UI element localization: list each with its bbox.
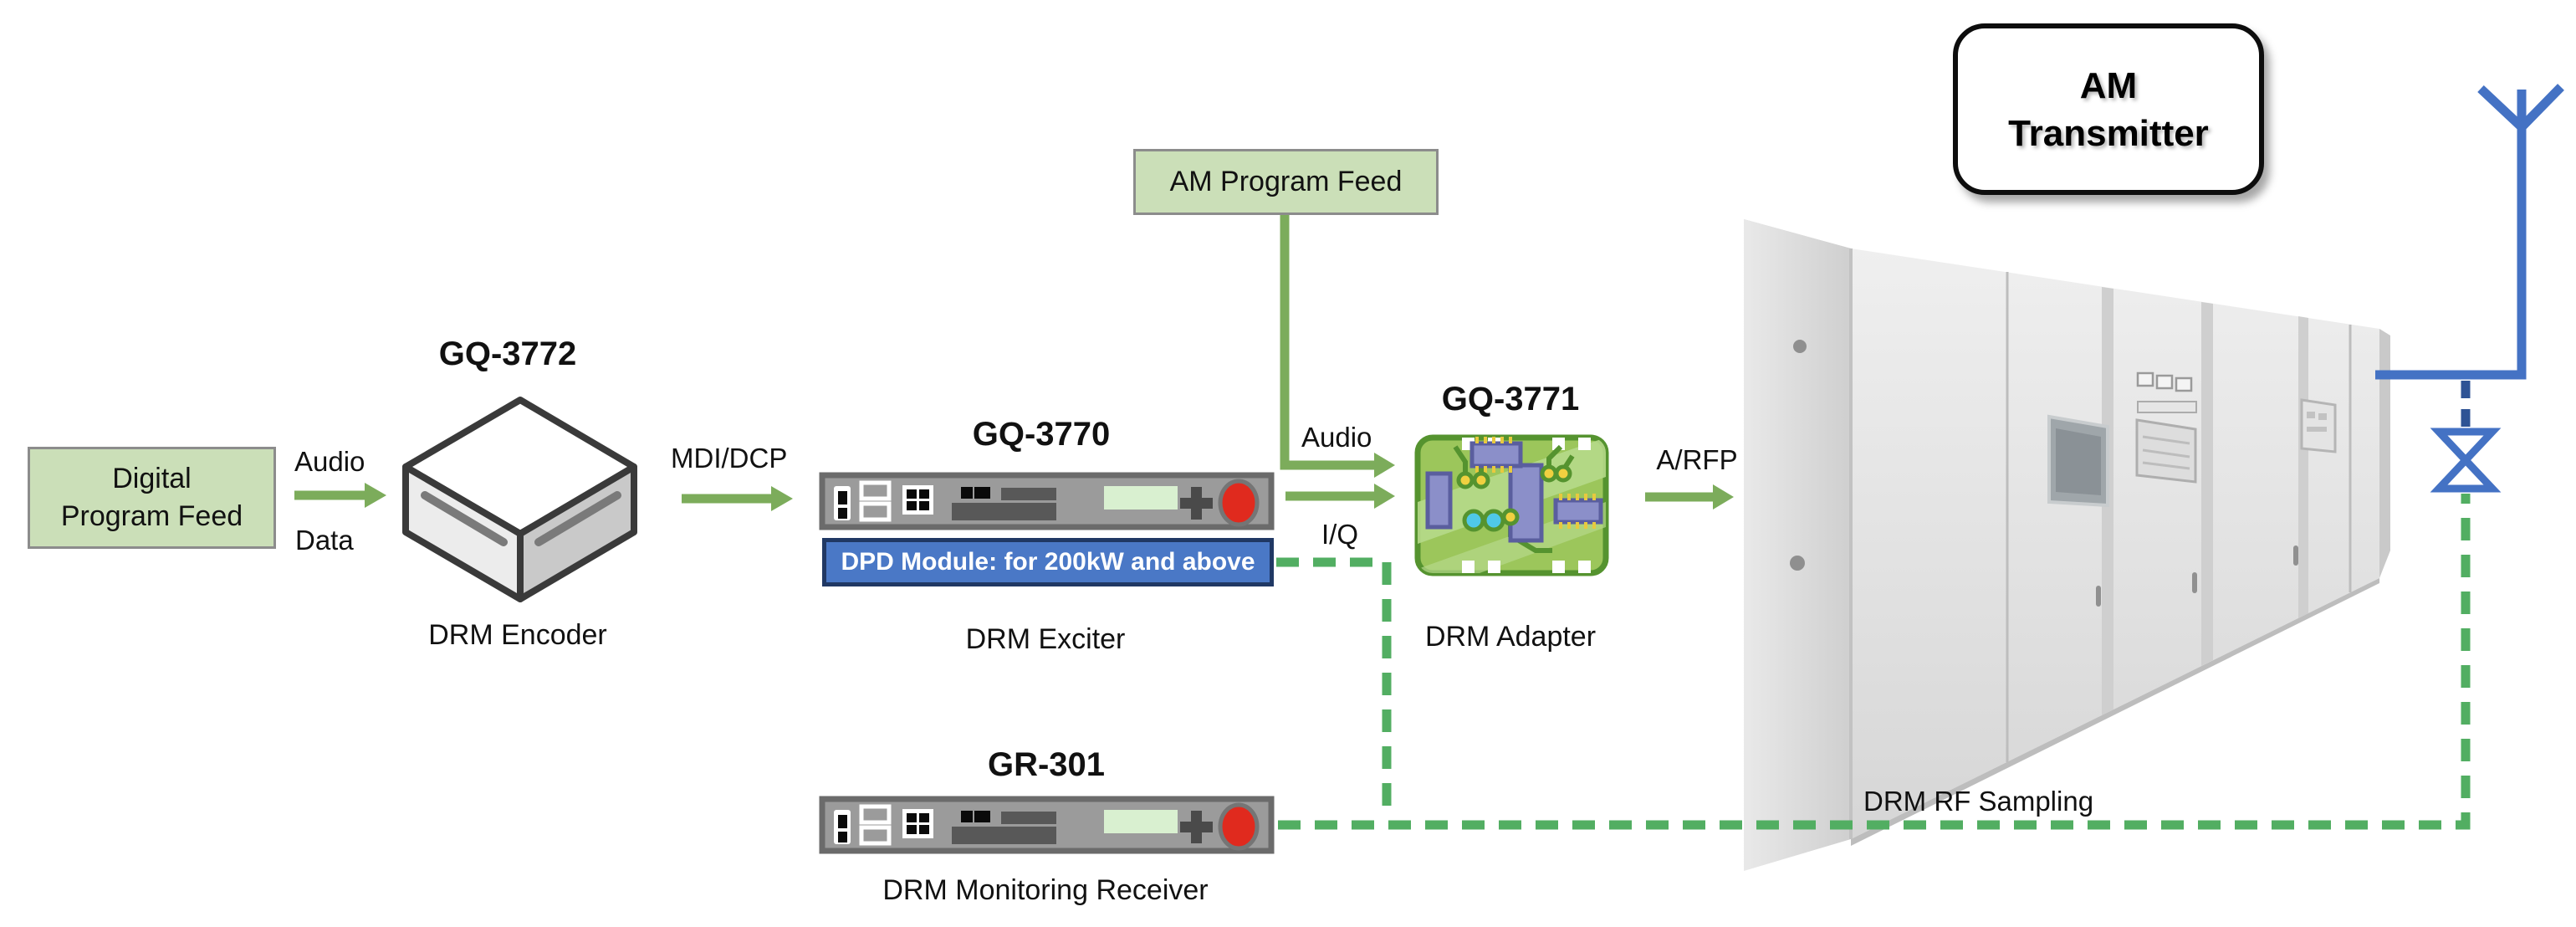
exciter-rack-icon xyxy=(822,475,1271,527)
dpd-module-label: DPD Module: for 200kW and above xyxy=(841,548,1255,576)
antenna-feed-line xyxy=(2375,90,2527,380)
mdi-dcp-edge-label: MDI/DCP xyxy=(671,443,788,474)
am-transmitter-line1: AM xyxy=(2079,64,2138,106)
audio-edge-label: Audio xyxy=(294,446,365,477)
am-audio-edge-label: Audio xyxy=(1301,422,1372,453)
dpd-module-banner: DPD Module: for 200kW and above xyxy=(822,538,1274,586)
mdi-dcp-arrow xyxy=(682,486,793,511)
pcb-dip-chip xyxy=(1469,437,1523,473)
cabinet-meter-panel xyxy=(2135,371,2197,484)
rf-sampling-label: DRM RF Sampling xyxy=(1863,786,2094,817)
receiver-rack-icon xyxy=(822,799,1271,851)
am-audio-line xyxy=(1280,215,1395,478)
transmitter-cabinet-image xyxy=(1744,219,2390,871)
am-transmitter-line2: Transmitter xyxy=(2008,112,2209,154)
digital-program-feed-line2: Program Feed xyxy=(60,500,243,532)
cube-3d-icon xyxy=(402,397,637,602)
arfp-arrow xyxy=(1645,484,1734,510)
circuit-board-icon xyxy=(1414,434,1609,576)
am-program-feed-box: AM Program Feed xyxy=(1133,149,1439,215)
antenna-icon xyxy=(2477,84,2564,131)
am-program-feed-label: AM Program Feed xyxy=(1169,166,1403,197)
adapter-caption: DRM Adapter xyxy=(1424,621,1597,653)
cabinet-knob xyxy=(1793,340,1807,353)
receiver-model-title: GR-301 xyxy=(987,746,1106,783)
pcb-dip-chip xyxy=(1553,494,1603,529)
rf-sampling-dashed-line xyxy=(1278,494,2471,830)
dpd-monitor-dashed-line xyxy=(1276,557,1392,818)
digital-program-feed-line1: Digital xyxy=(112,463,192,494)
digital-program-feed-box: Digital Program Feed xyxy=(28,447,276,549)
exciter-caption: DRM Exciter xyxy=(965,623,1126,655)
data-edge-label: Data xyxy=(295,525,354,556)
encoder-caption: DRM Encoder xyxy=(428,619,607,651)
am-transmitter-label: AM Transmitter xyxy=(1953,23,2264,195)
adapter-model-title: GQ-3771 xyxy=(1441,381,1580,417)
receiver-caption: DRM Monitoring Receiver xyxy=(882,874,1209,906)
audio-data-arrow xyxy=(294,483,386,508)
exciter-model-title: GQ-3770 xyxy=(972,416,1111,453)
rf-coupler-icon xyxy=(2430,428,2502,493)
encoder-model-title: GQ-3772 xyxy=(438,335,577,372)
cabinet-knob xyxy=(1790,556,1805,571)
cabinet-control-panel xyxy=(2300,398,2337,453)
arfp-edge-label: A/RFP xyxy=(1656,444,1738,475)
iq-edge-label: I/Q xyxy=(1321,519,1359,550)
iq-arrow xyxy=(1285,484,1395,509)
